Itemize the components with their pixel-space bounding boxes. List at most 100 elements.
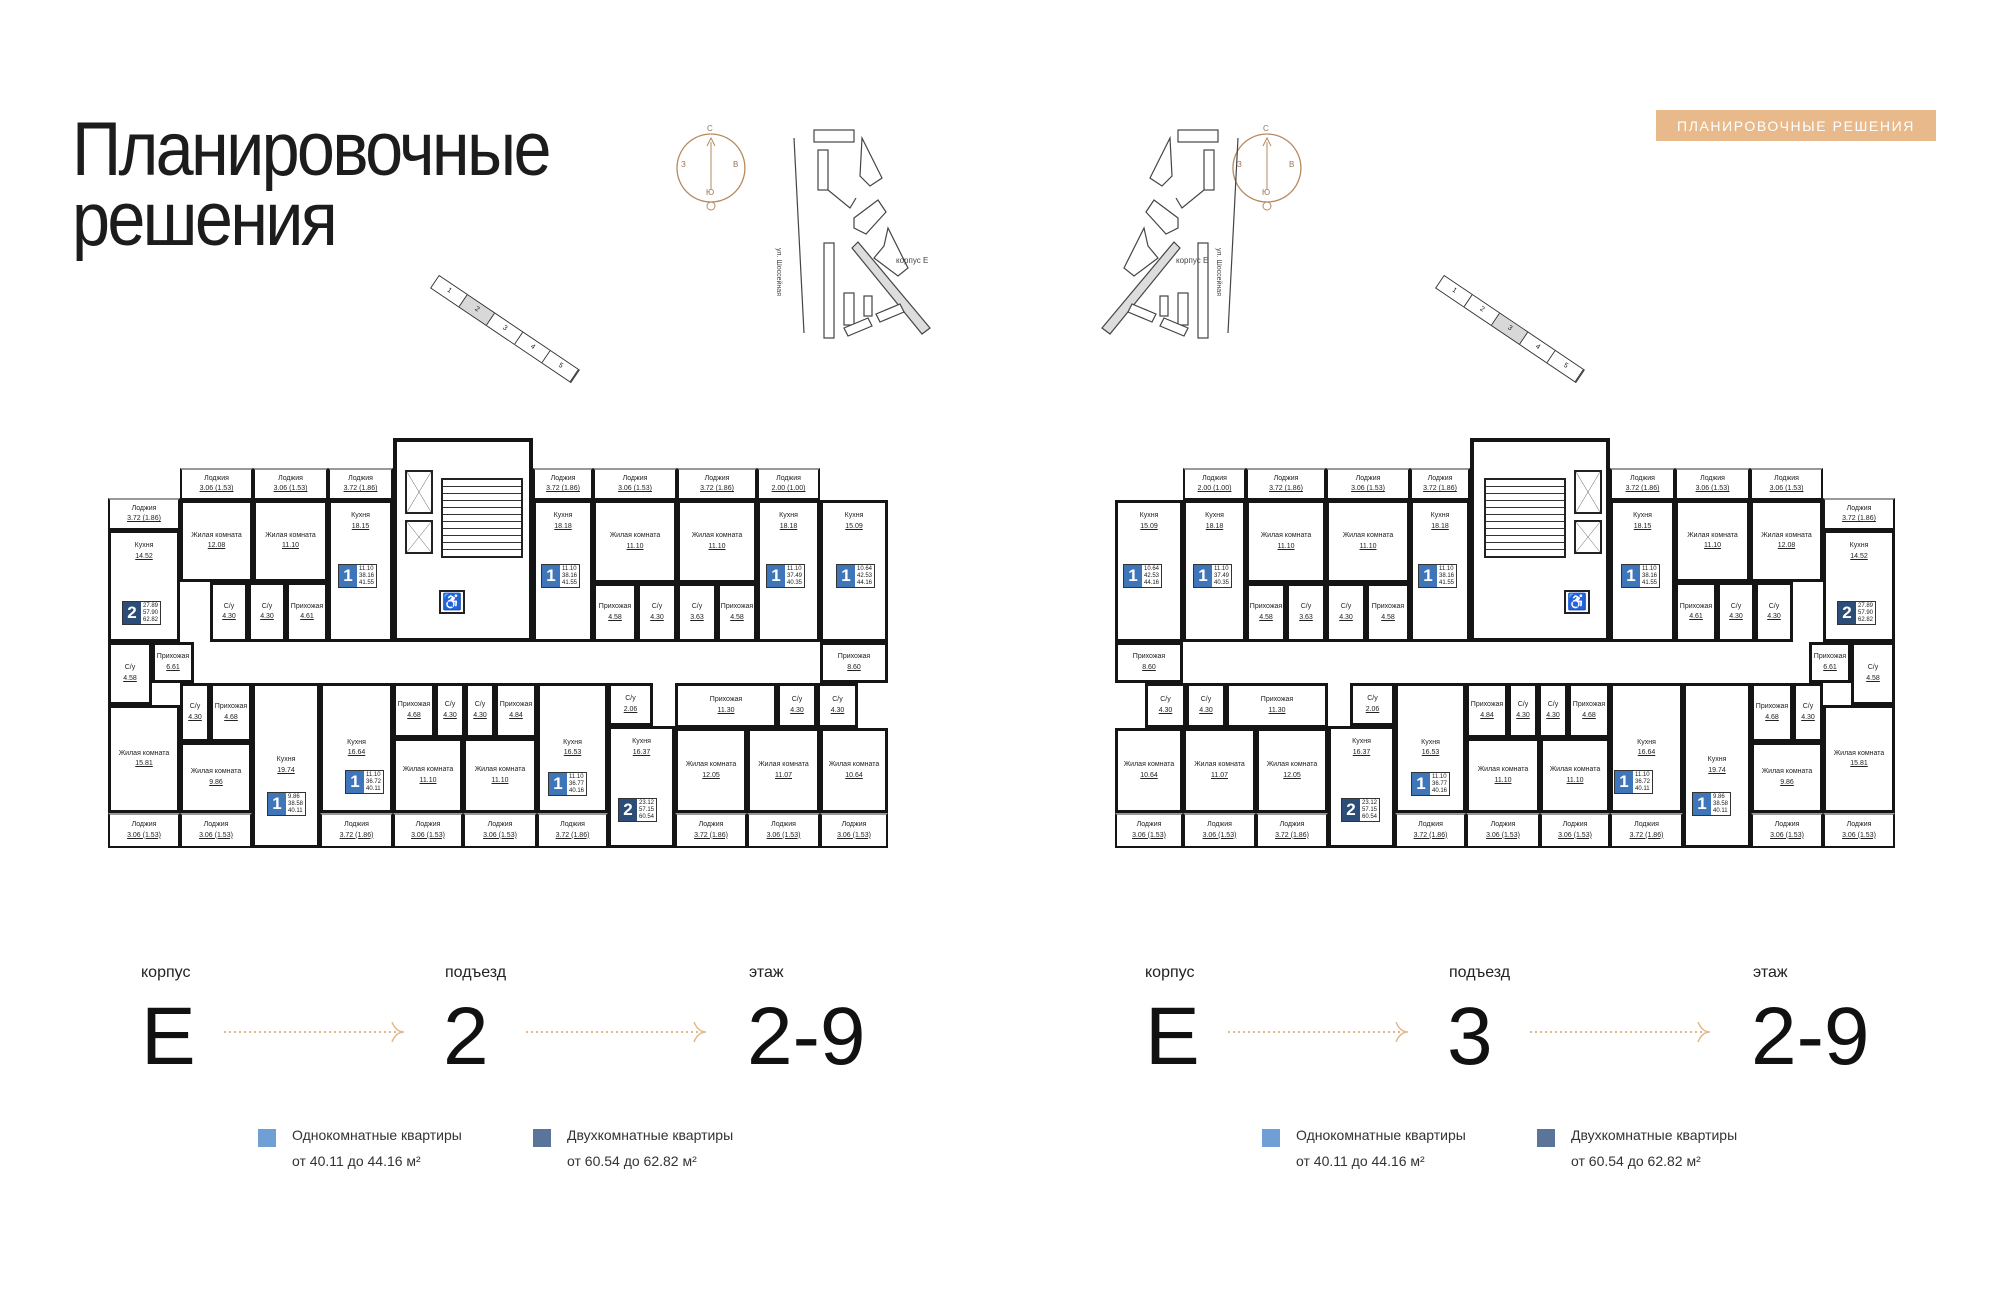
room-name: Жилая комната <box>685 761 737 768</box>
apartment-rooms-count: 1 <box>1622 565 1640 587</box>
room-name: Жилая комната <box>265 531 316 539</box>
room-area: 3.72 (1.86) <box>1275 831 1309 839</box>
room-area: 4.30 <box>1339 613 1353 621</box>
apartment-area-value: 10.64 <box>857 565 873 572</box>
section-cell: 5 <box>1547 351 1584 382</box>
compass-letter-north: С <box>707 124 713 133</box>
room-area: 12.08 <box>207 542 226 549</box>
room-name: Лоджия <box>487 821 513 828</box>
room-area: 8.60 <box>847 663 861 671</box>
room-area: 2.00 (1.00) <box>1197 485 1232 492</box>
room-area: 4.58 <box>730 613 744 621</box>
room-name: Лоджия <box>776 474 801 482</box>
apartment-area-value: 40.16 <box>1432 787 1448 794</box>
legend-range: от 40.11 до 44.16 м² <box>292 1153 421 1169</box>
room-area: 4.30 <box>1546 711 1560 719</box>
entrance-value: 3 <box>1447 991 1493 1082</box>
room-area: 4.30 <box>1158 706 1173 714</box>
apartment-area-value: 40.35 <box>1214 579 1230 586</box>
room-area: 16.64 <box>347 749 366 756</box>
apartment-area-value: 60.54 <box>639 813 655 820</box>
apartment-rooms-count: 2 <box>123 602 141 624</box>
apartment-rooms-count: 1 <box>268 793 286 815</box>
room-area: 11.10 <box>1359 542 1377 550</box>
room-area: 3.06 (1.53) <box>1770 831 1804 839</box>
compass-letter-east: В <box>733 160 739 169</box>
room-name: Лоджия <box>203 821 229 828</box>
room-name: С/у <box>223 602 235 610</box>
room-name: Прихожая <box>1572 701 1606 708</box>
room-name: Лоджия <box>1207 821 1232 828</box>
room-name: С/у <box>1768 602 1780 610</box>
room-name: Кухня <box>134 542 154 549</box>
room-name: Лоджия <box>1630 474 1655 482</box>
section-badge: ПЛАНИРОВОЧНЫЕ РЕШЕНИЯ <box>1656 110 1936 141</box>
room-area: 3.72 (1.86) <box>1842 515 1876 522</box>
room-name: Лоджия <box>1490 821 1516 828</box>
room-area: 4.58 <box>608 613 622 621</box>
room-name: Кухня <box>844 512 864 519</box>
room-name: Прихожая <box>1470 701 1504 708</box>
apartment-area-value: 11.10 <box>366 771 381 778</box>
room-area: 3.06 (1.53) <box>837 831 871 839</box>
apartment-area-value: 11.10 <box>1439 565 1454 572</box>
room-area: 19.74 <box>277 766 295 774</box>
room-area: 18.15 <box>1633 522 1652 530</box>
room-name: Жилая комната <box>118 749 170 757</box>
room-name: Прихожая <box>709 696 743 703</box>
room-area: 15.81 <box>135 760 153 767</box>
room-area: 3.06 (1.53) <box>1695 485 1730 492</box>
room-name: С/у <box>691 603 703 610</box>
room-name: С/у <box>1340 603 1352 610</box>
apartment-area-value: 11.10 <box>1642 565 1657 572</box>
floor-value: 2-9 <box>1751 991 1870 1082</box>
legend-range: от 60.54 до 62.82 м² <box>567 1153 697 1169</box>
page-title-line1: Планировочные <box>72 107 552 192</box>
apartment-area-value: 62.82 <box>143 616 159 623</box>
room-name: С/у <box>1517 701 1529 708</box>
room-area: 18.18 <box>779 522 798 530</box>
apartment-area-value: 38.16 <box>1642 572 1658 579</box>
room-area: 4.61 <box>1689 613 1703 620</box>
wheelchair-icon: ♿ <box>439 590 465 614</box>
room-name: Прихожая <box>1249 603 1283 610</box>
room-area: 19.74 <box>1708 766 1726 774</box>
room-name: С/у <box>1160 696 1171 703</box>
room-area: 3.72 (1.86) <box>546 485 580 492</box>
room-name: Прихожая <box>156 653 190 660</box>
room-name: Кухня <box>1352 738 1371 745</box>
room-name: Лоджия <box>1774 474 1799 482</box>
apartment-rooms-count: 1 <box>1412 773 1430 795</box>
room-name: Жилая комната <box>1123 761 1175 768</box>
room-area: 2.06 <box>623 705 638 713</box>
room-area: 4.68 <box>224 713 238 721</box>
room-area: 4.30 <box>1199 706 1213 714</box>
elevator-icon <box>1574 470 1602 514</box>
room-name: С/у <box>124 664 136 671</box>
